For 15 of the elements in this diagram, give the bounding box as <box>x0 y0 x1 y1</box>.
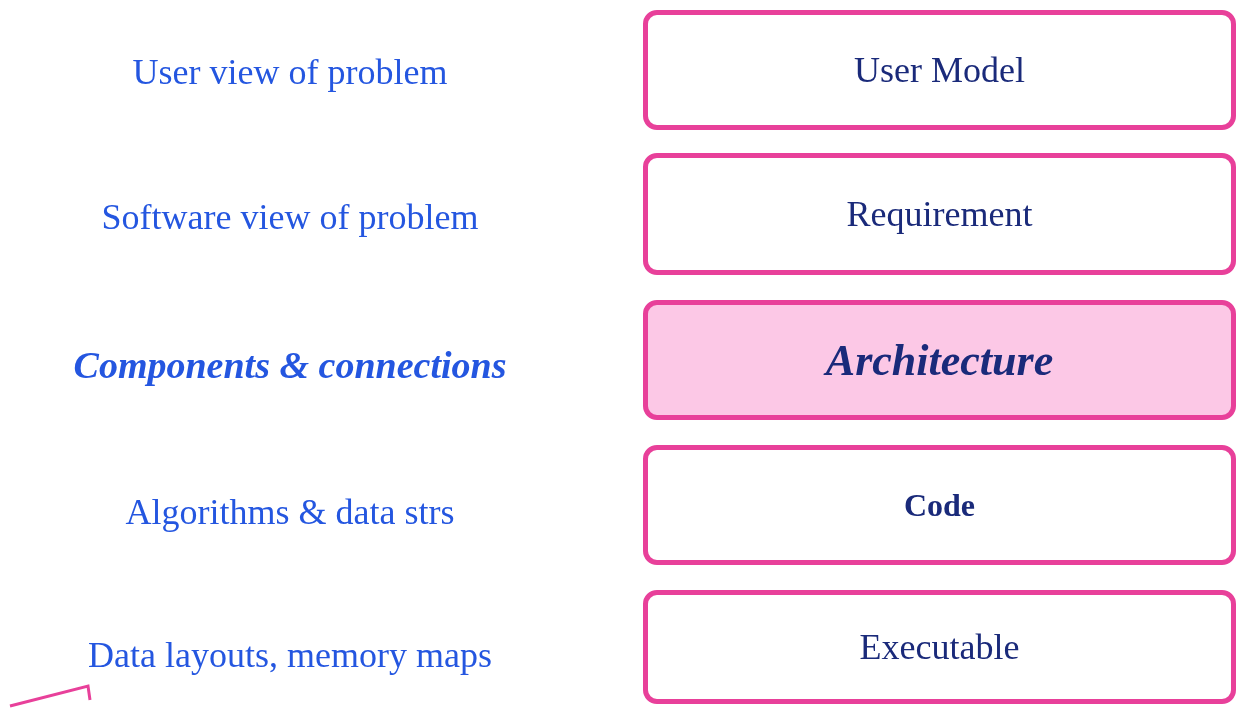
layer-box <box>643 445 1236 565</box>
layer-description: Software view of problem <box>101 196 479 238</box>
layer-name: Requirement <box>846 193 1033 235</box>
layer-description: Components & connections <box>73 343 507 387</box>
layer-name: Code <box>903 486 976 524</box>
layer-box <box>643 590 1236 704</box>
layer-box <box>643 300 1236 420</box>
layer-box <box>643 10 1236 130</box>
layer-name: Executable <box>859 626 1020 668</box>
layer-box <box>643 153 1236 275</box>
layer-name: Architecture <box>825 334 1054 386</box>
layer-description: Data layouts, memory maps <box>88 634 492 676</box>
layer-description: Algorithms & data strs <box>125 491 455 533</box>
layer-name: User Model <box>854 49 1025 91</box>
layer-description: User view of problem <box>132 51 448 93</box>
